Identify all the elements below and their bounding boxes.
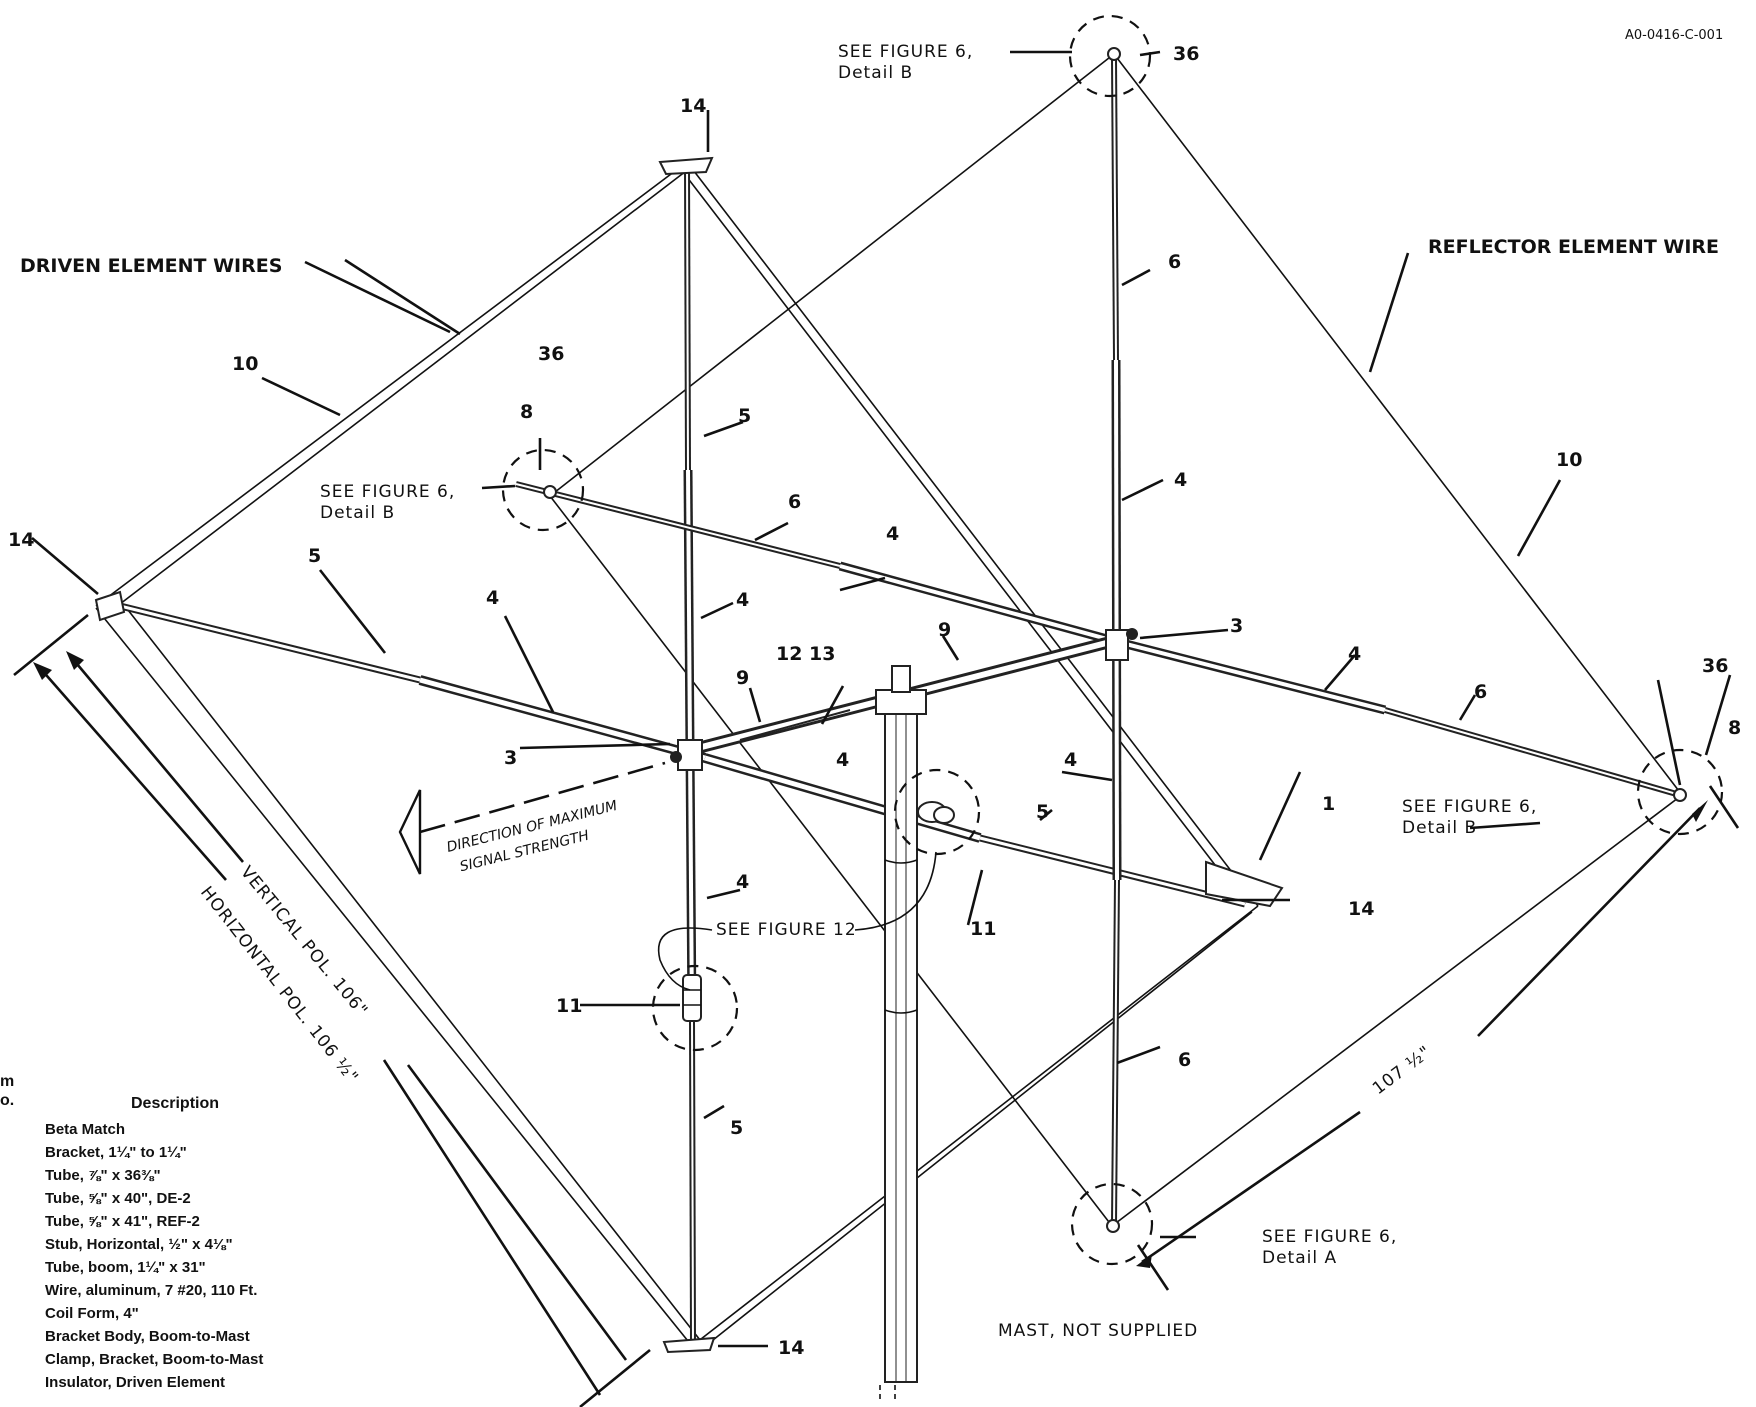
label-see-fig12: SEE FIGURE 12 bbox=[716, 920, 857, 940]
callout-11-left: 11 bbox=[556, 995, 582, 1017]
callout-4-boom: 4 bbox=[836, 749, 849, 771]
table-row: Stub, Horizontal, ½" x 4⅛" bbox=[45, 1236, 233, 1253]
label-mast-not-supplied: MAST, NOT SUPPLIED bbox=[998, 1321, 1198, 1341]
mast bbox=[875, 665, 927, 1400]
callout-14-bottom: 14 bbox=[778, 1337, 804, 1359]
table-row: Wire, aluminum, 7 #20, 110 Ft. bbox=[45, 1282, 257, 1299]
callout-1: 1 bbox=[1322, 793, 1335, 815]
label-see-fig6-left: SEE FIGURE 6, bbox=[320, 482, 455, 502]
table-row: Insulator, Driven Element bbox=[45, 1374, 225, 1391]
callout-36-right: 36 bbox=[1702, 655, 1728, 677]
callout-4-upper-right: 4 bbox=[1174, 469, 1187, 491]
table-row: Clamp, Bracket, Boom-to-Mast bbox=[45, 1351, 263, 1368]
table-row: Bracket, 1¼" to 1¼" bbox=[45, 1144, 187, 1161]
coil-front bbox=[682, 974, 702, 1022]
table-row: Tube, ⅞" x 36⅜" bbox=[45, 1167, 161, 1184]
see-fig12-connectors bbox=[657, 851, 937, 991]
table-row: Beta Match bbox=[45, 1121, 125, 1138]
coil-boom bbox=[917, 801, 955, 824]
callout-4-right: 4 bbox=[1348, 643, 1361, 665]
callout-10-right: 10 bbox=[1556, 449, 1582, 471]
table-row: Tube, ⅝" x 40", DE-2 bbox=[45, 1190, 191, 1207]
callout-6-lower: 6 bbox=[1178, 1049, 1191, 1071]
label-see-fig6-top: SEE FIGURE 6, bbox=[838, 42, 973, 62]
callout-9-left: 9 bbox=[736, 667, 749, 689]
callout-5-lower: 5 bbox=[730, 1117, 743, 1139]
callout-4-lower-right: 4 bbox=[1064, 749, 1077, 771]
dimension-lines bbox=[13, 613, 1740, 1407]
label-reflector-element-wire: REFLECTOR ELEMENT WIRE bbox=[1428, 236, 1719, 258]
table-row: Bracket Body, Boom-to-Mast bbox=[45, 1328, 250, 1345]
table-header-item: m bbox=[0, 1073, 14, 1090]
callout-14-top: 14 bbox=[680, 95, 706, 117]
table-row: Tube, boom, 1¼" x 31" bbox=[45, 1259, 206, 1276]
driven-element-wire-loop bbox=[95, 161, 1259, 1347]
callout-14-left: 14 bbox=[8, 529, 34, 551]
table-header-no: o. bbox=[0, 1092, 14, 1109]
callout-10-left: 10 bbox=[232, 353, 258, 375]
label-detail-a: Detail A bbox=[1262, 1248, 1337, 1268]
callout-3-right: 3 bbox=[1230, 615, 1243, 637]
callout-9-right: 9 bbox=[938, 619, 951, 641]
callout-6-mid: 6 bbox=[788, 491, 801, 513]
callout-6-right: 6 bbox=[1474, 681, 1487, 703]
callout-4-mid: 4 bbox=[886, 523, 899, 545]
detail-circles bbox=[501, 14, 1724, 1266]
callout-11-right: 11 bbox=[970, 918, 996, 940]
callout-4-lower: 4 bbox=[736, 871, 749, 893]
callout-36-top: 36 bbox=[1173, 43, 1199, 65]
table-header-description: Description bbox=[131, 1095, 219, 1112]
table-row: Coil Form, 4" bbox=[45, 1305, 139, 1322]
label-detail-b-top: Detail B bbox=[838, 63, 913, 83]
callout-12-13: 12 13 bbox=[776, 643, 836, 665]
label-dimension-107: 107 ½" bbox=[1369, 1042, 1435, 1099]
reflector-vertical-spreader bbox=[1111, 57, 1122, 1225]
callout-5-upper: 5 bbox=[738, 405, 751, 427]
direction-arrow bbox=[398, 761, 666, 875]
label-detail-b-left: Detail B bbox=[320, 503, 395, 523]
leader-lines bbox=[31, 50, 1732, 1348]
reflector-horizontal-spreader bbox=[515, 481, 1681, 798]
callout-36-left: 36 bbox=[538, 343, 564, 365]
direction-text: DIRECTION OF MAXIMUM SIGNAL STRENGTH bbox=[445, 798, 619, 875]
drawing-number: A0-0416-C-001 bbox=[1625, 28, 1723, 43]
driven-element-vertical-spreader bbox=[683, 165, 697, 1343]
label-see-fig6-bottom: SEE FIGURE 6, bbox=[1262, 1227, 1397, 1247]
callout-4-left: 4 bbox=[486, 587, 499, 609]
callout-8-right: 8 bbox=[1728, 717, 1741, 739]
label-driven-element-wires: DRIVEN ELEMENT WIRES bbox=[20, 255, 282, 277]
callout-6-upper: 6 bbox=[1168, 251, 1181, 273]
parts-table: m o. Description Beta Match Bracket, 1¼"… bbox=[0, 1073, 263, 1391]
callout-5-left: 5 bbox=[308, 545, 321, 567]
callout-8-left: 8 bbox=[520, 401, 533, 423]
callout-4-vert: 4 bbox=[736, 589, 749, 611]
label-see-fig6-right: SEE FIGURE 6, bbox=[1402, 797, 1537, 817]
callout-14-right: 14 bbox=[1348, 898, 1374, 920]
reflector-element-wire-loop bbox=[549, 53, 1683, 1227]
callout-5-right: 5 bbox=[1036, 801, 1049, 823]
brackets bbox=[94, 47, 1687, 1354]
callout-3-left: 3 bbox=[504, 747, 517, 769]
label-detail-b-right: Detail B bbox=[1402, 818, 1477, 838]
table-row: Tube, ⅝" x 41", REF-2 bbox=[45, 1213, 200, 1230]
